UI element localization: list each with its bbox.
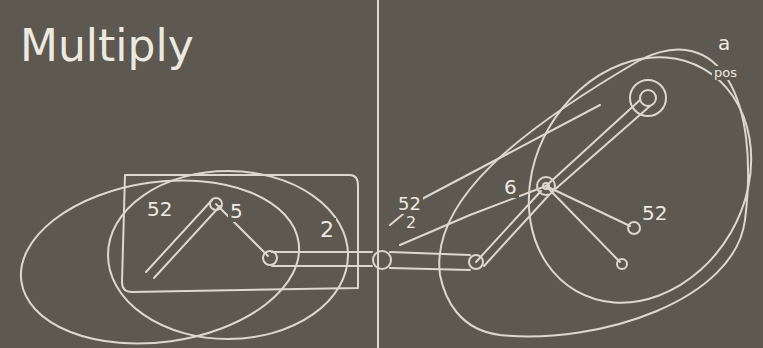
callout-number: 52: [145, 198, 174, 220]
board-title: Multiply: [18, 22, 196, 70]
link: [476, 191, 549, 266]
guide-line: [390, 105, 600, 225]
callout-number: pos: [712, 66, 739, 80]
callout-number: a: [716, 32, 732, 54]
inner-ellipse: [108, 171, 348, 339]
callout-number: 5: [228, 200, 245, 222]
spoke: [546, 100, 650, 192]
callout-number: 52: [640, 202, 669, 224]
inner-ellipse: [485, 17, 763, 344]
divider-line: [377, 0, 379, 348]
pivot: [263, 251, 277, 265]
outer-outline: [439, 50, 748, 337]
callout-number: 6: [502, 176, 519, 198]
callout-number: 2: [318, 218, 336, 242]
wheel: [630, 80, 666, 116]
bar-link: [390, 252, 470, 270]
frame-outline: [122, 175, 358, 292]
pivot: [640, 90, 656, 106]
pivot: [628, 222, 640, 234]
outer-ellipse: [10, 163, 310, 348]
spoke: [546, 186, 630, 226]
pivot: [373, 251, 391, 269]
callout-number: 2: [404, 214, 418, 232]
pivot: [617, 259, 627, 269]
bar-link: [272, 252, 372, 266]
spoke: [546, 186, 620, 262]
callout-number: 52: [396, 194, 423, 214]
